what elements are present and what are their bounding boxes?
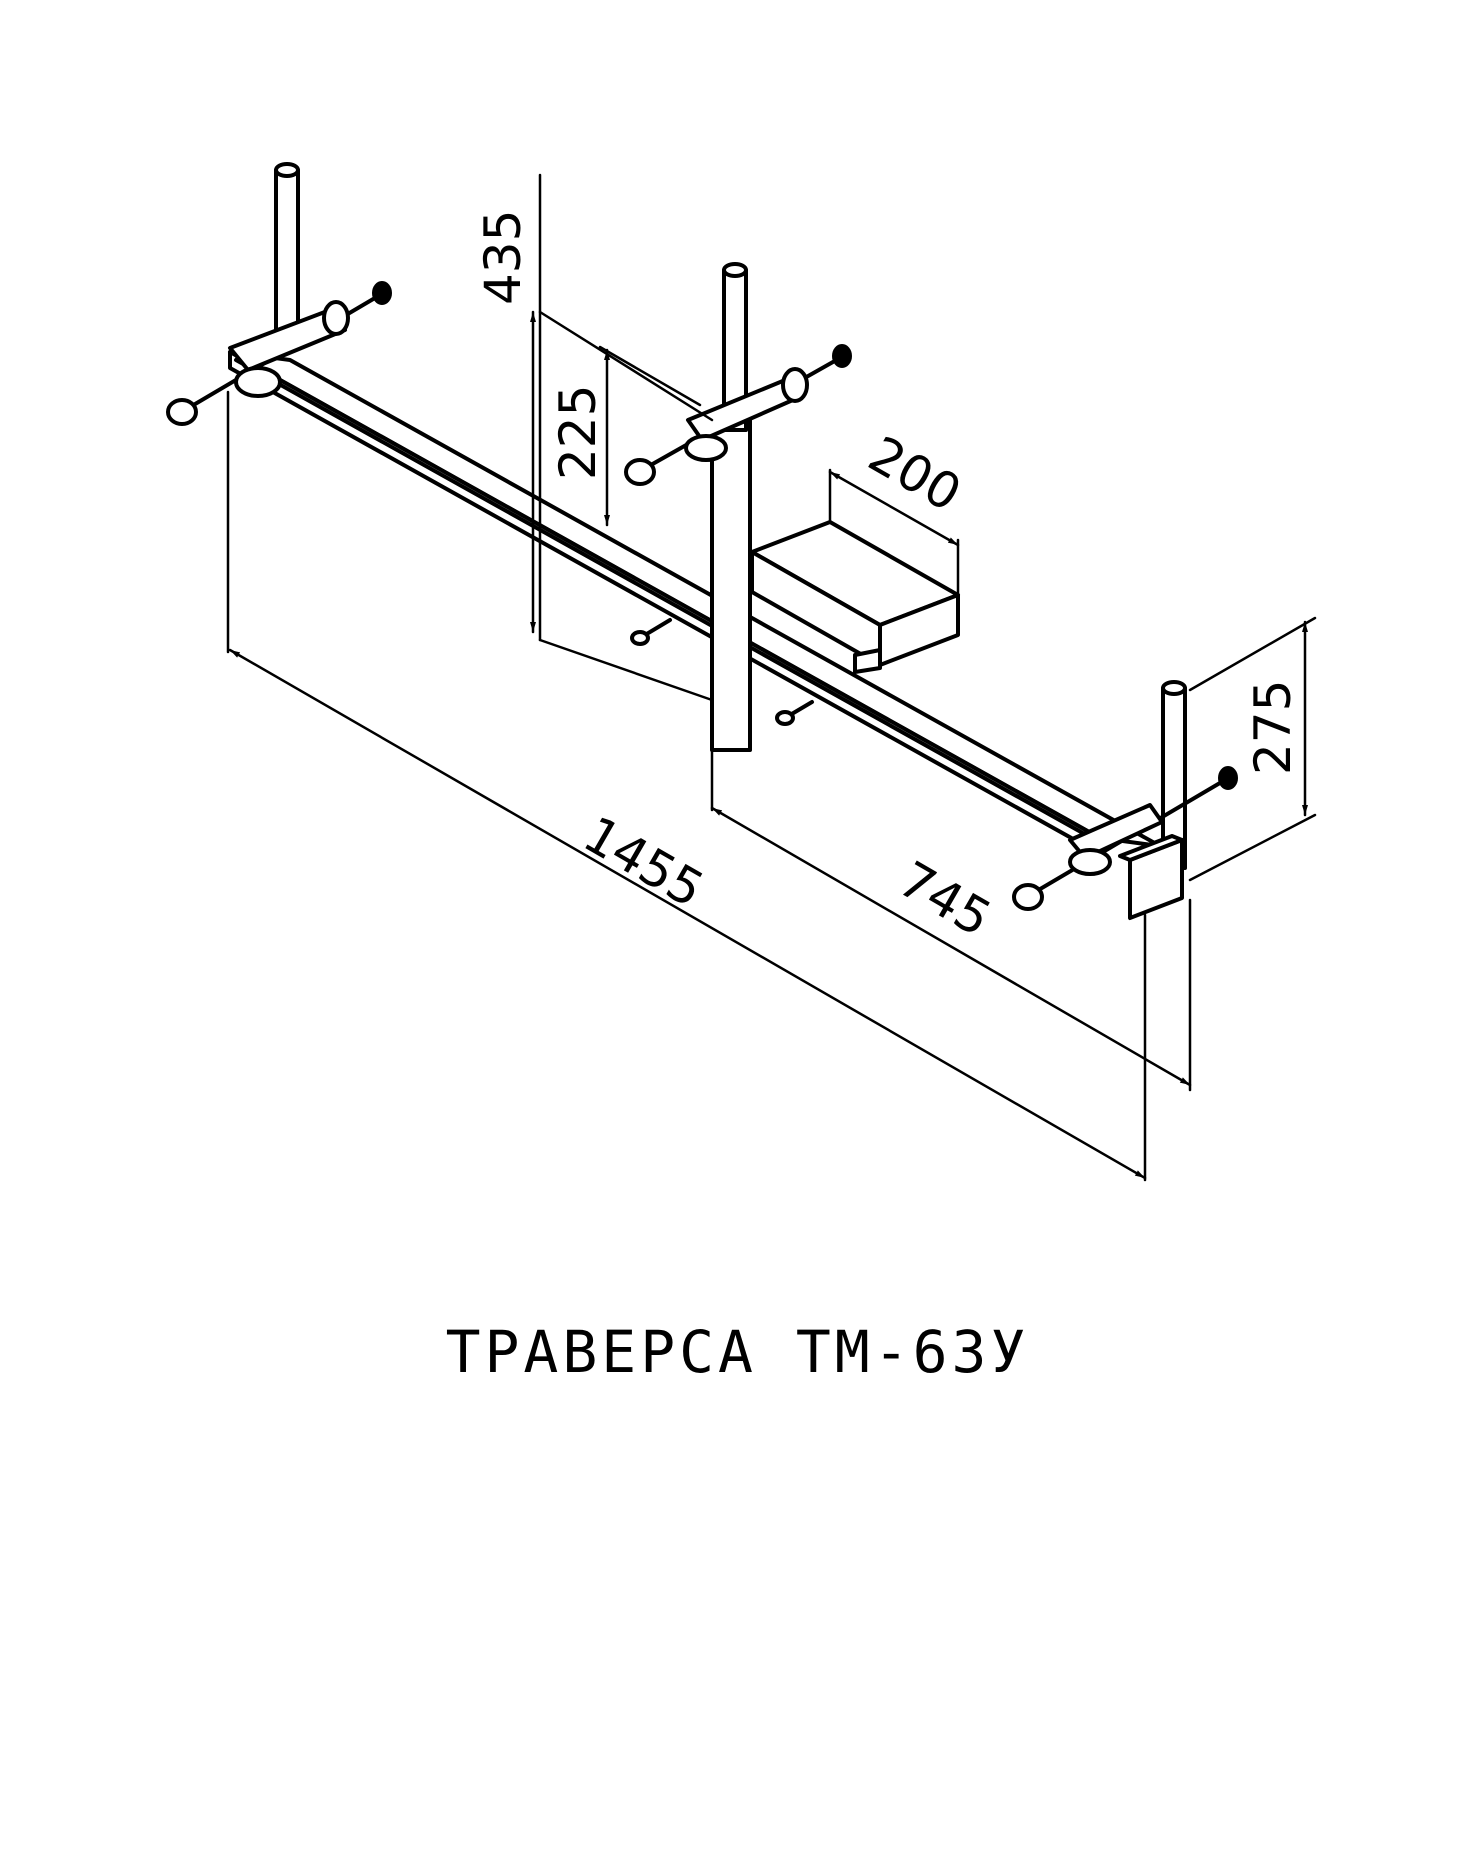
- right-end-box: [1118, 834, 1184, 920]
- extension-lines: [226, 173, 1317, 1182]
- dim-end-height: 275: [1244, 680, 1302, 775]
- center-post: [710, 262, 752, 752]
- dimension-lines: [228, 310, 1308, 1180]
- center-clamp: [624, 344, 852, 486]
- dim-tray-depth: 225: [549, 385, 607, 480]
- left-clamp: [166, 281, 392, 426]
- dim-half-length: 745: [889, 850, 1001, 948]
- dim-tray-width: 200: [859, 425, 971, 523]
- left-post: [274, 162, 300, 342]
- dim-total-length: 1455: [574, 805, 713, 919]
- dim-post-height: 435: [474, 210, 532, 305]
- drawing-title: ТРАВЕРСА ТМ-63У: [445, 1318, 1030, 1386]
